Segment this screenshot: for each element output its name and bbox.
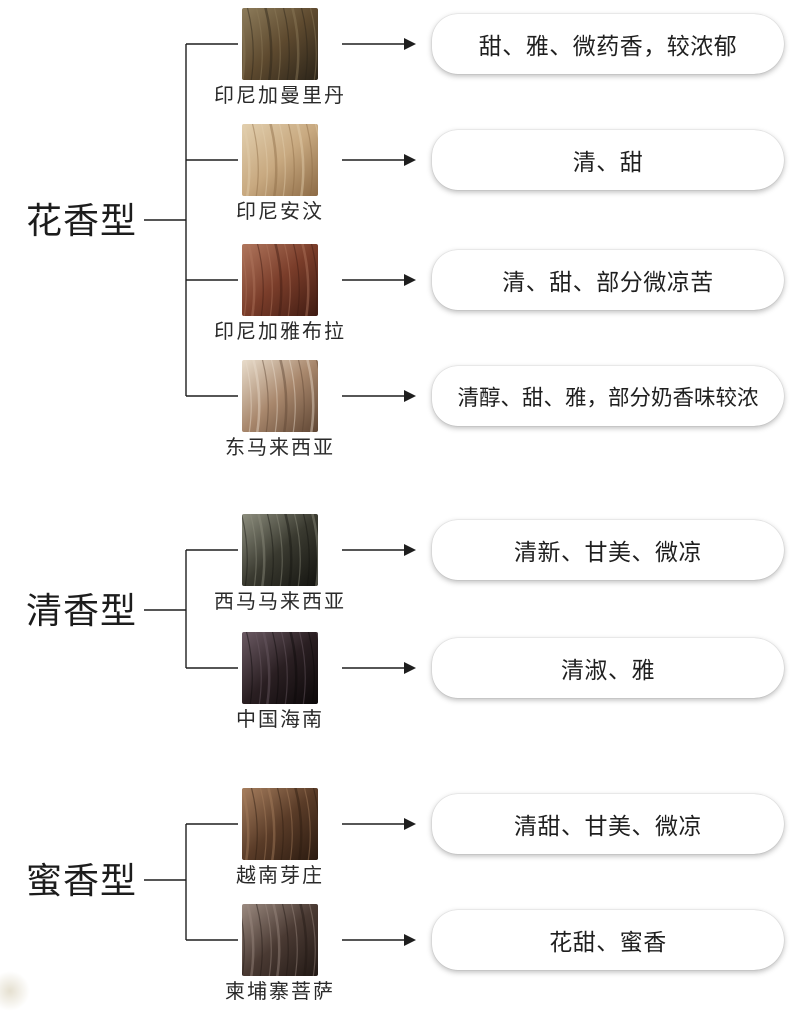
wood-sample-image <box>242 360 318 432</box>
origin-label: 西马马来西亚 <box>214 589 346 613</box>
arrow-connector <box>342 38 416 50</box>
wood-sample-image <box>242 632 318 704</box>
origin-label: 越南芽庄 <box>236 863 324 887</box>
origin-label: 印尼加雅布拉 <box>214 319 346 343</box>
aroma-description-box: 清甜、甘美、微凉 <box>432 794 784 854</box>
origin-label: 柬埔寨菩萨 <box>225 979 335 1003</box>
arrow-connector <box>342 154 416 166</box>
arrow-connector <box>342 544 416 556</box>
aroma-description-box: 清、甜 <box>432 130 784 190</box>
origin-label: 印尼加曼里丹 <box>214 83 346 107</box>
aroma-description-box: 清醇、甜、雅，部分奶香味较浓 <box>432 366 784 426</box>
wood-sample-image <box>242 904 318 976</box>
arrow-connector <box>342 390 416 402</box>
aroma-description-box: 清淑、雅 <box>432 638 784 698</box>
origin-label: 印尼安汶 <box>236 199 324 223</box>
arrow-connector <box>342 274 416 286</box>
wood-sample-image <box>242 788 318 860</box>
aroma-description-box: 清、甜、部分微凉苦 <box>432 250 784 310</box>
group-label: 蜜香型 <box>26 861 138 902</box>
origin-label: 中国海南 <box>236 707 324 731</box>
group-label: 花香型 <box>26 201 138 242</box>
wood-sample-image <box>242 514 318 586</box>
arrow-connector <box>342 934 416 946</box>
origin-label: 东马来西亚 <box>225 435 335 459</box>
wood-sample-image <box>242 124 318 196</box>
arrow-connector <box>342 662 416 674</box>
aroma-description-box: 花甜、蜜香 <box>432 910 784 970</box>
wood-sample-image <box>242 8 318 80</box>
wood-sample-image <box>242 244 318 316</box>
arrow-connector <box>342 818 416 830</box>
aroma-description-box: 清新、甘美、微凉 <box>432 520 784 580</box>
group-label: 清香型 <box>26 591 138 632</box>
aroma-description-box: 甜、雅、微药香，较浓郁 <box>432 14 784 74</box>
